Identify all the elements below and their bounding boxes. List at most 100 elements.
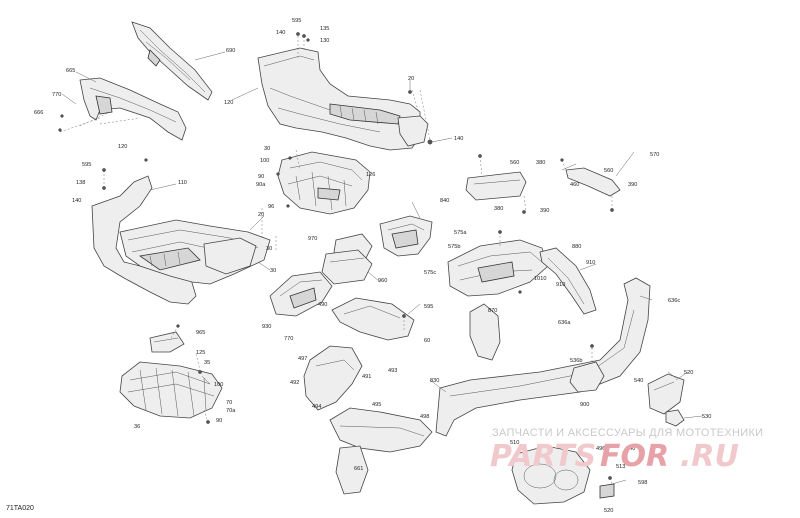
callout-90a: 90a xyxy=(256,182,266,188)
rail-880 xyxy=(539,247,597,315)
callout-575a: 575a xyxy=(454,230,467,236)
bracket-870 xyxy=(469,303,501,361)
callout-520: 520 xyxy=(684,370,693,376)
bracket-930 xyxy=(269,271,333,317)
callout-36: 36 xyxy=(134,424,140,430)
watermark-brand-ru: .RU xyxy=(680,439,739,474)
callout-900: 900 xyxy=(580,402,589,408)
leader-lines xyxy=(61,51,703,485)
callout-540-b: 540 xyxy=(626,446,635,452)
callout-513: 513 xyxy=(616,464,625,470)
callout-930: 930 xyxy=(262,324,271,330)
watermark-brand-parts: PARTS xyxy=(490,439,596,474)
floor-110 xyxy=(91,175,271,305)
callout-490: 490 xyxy=(318,302,327,308)
callout-496: 496 xyxy=(596,446,605,452)
callout-390-a: 390 xyxy=(628,182,637,188)
callout-460: 460 xyxy=(570,182,579,188)
panel-970 xyxy=(321,233,373,285)
callout-575b: 575b xyxy=(448,244,460,250)
bar-570 xyxy=(565,167,621,197)
callout-498: 498 xyxy=(420,414,429,420)
callout-595-b: 595 xyxy=(82,162,91,168)
callout-96: 96 xyxy=(268,204,274,210)
callout-880: 880 xyxy=(572,244,581,250)
panel-60 xyxy=(331,297,415,341)
callout-380-b: 380 xyxy=(494,206,503,212)
diagram-code: 71TA020 xyxy=(6,505,34,512)
callout-1010: 1010 xyxy=(534,276,546,282)
callout-595-c: 595 xyxy=(424,304,433,310)
callout-510: 510 xyxy=(510,440,519,446)
callout-830: 830 xyxy=(430,378,439,384)
callout-666: 666 xyxy=(34,110,43,116)
bumper-830 xyxy=(435,277,651,437)
callout-497: 497 xyxy=(298,356,307,362)
callout-120-b: 120 xyxy=(118,144,127,150)
seat-base xyxy=(277,151,371,215)
floor-tray xyxy=(119,331,223,419)
bar-560 xyxy=(465,171,527,201)
callout-636c: 636c xyxy=(668,298,680,304)
callout-530: 530 xyxy=(702,414,711,420)
callout-100-a: 100 xyxy=(260,158,269,164)
callout-493: 493 xyxy=(388,368,397,374)
console-upper xyxy=(257,47,429,151)
callout-491: 491 xyxy=(362,374,371,380)
watermark-brand-for: FOR xyxy=(600,439,669,474)
callout-30-b: 30 xyxy=(266,246,272,252)
callout-661: 661 xyxy=(354,466,363,472)
callout-575c: 575c xyxy=(424,270,436,276)
callout-965: 965 xyxy=(196,330,205,336)
callout-380: 380 xyxy=(536,160,545,166)
callout-20-b: 20 xyxy=(258,212,264,218)
callout-520-b: 520 xyxy=(604,508,613,514)
callout-60: 60 xyxy=(424,338,430,344)
callout-665: 665 xyxy=(66,68,75,74)
callout-20-a: 20 xyxy=(408,76,414,82)
callout-30-c: 30 xyxy=(270,268,276,274)
callout-960: 960 xyxy=(378,278,387,284)
callout-100-b: 100 xyxy=(214,382,223,388)
bracket-840 xyxy=(379,215,433,257)
rear-support-575 xyxy=(447,239,549,297)
callout-90-a: 90 xyxy=(258,174,264,180)
fasteners xyxy=(58,32,614,480)
callout-770-a: 770 xyxy=(52,92,61,98)
callout-140-c: 140 xyxy=(72,198,81,204)
callout-540: 540 xyxy=(634,378,643,384)
callout-35: 35 xyxy=(204,360,210,366)
callout-140-b: 140 xyxy=(454,136,463,142)
callout-90-b: 90 xyxy=(216,418,222,424)
callout-135: 135 xyxy=(320,26,329,32)
callout-130: 130 xyxy=(320,38,329,44)
callout-30-a: 30 xyxy=(264,146,270,152)
callout-970: 970 xyxy=(308,236,317,242)
callout-495: 495 xyxy=(372,402,381,408)
callout-536b: 536b xyxy=(570,358,582,364)
side-panel-665 xyxy=(79,77,187,141)
headlight-510 xyxy=(511,445,615,505)
callout-560-a: 560 xyxy=(510,160,519,166)
callout-570: 570 xyxy=(650,152,659,158)
callout-126: 126 xyxy=(366,172,375,178)
callout-560-b: 560 xyxy=(604,168,613,174)
callout-70a: 70a xyxy=(226,408,236,414)
callout-494: 494 xyxy=(312,404,321,410)
callout-70: 70 xyxy=(226,400,232,406)
watermark-tagline: ЗАПЧАСТИ И АКСЕССУАРЫ ДЛЯ МОТОТЕХНИКИ xyxy=(492,427,763,439)
callout-910-b: 910 xyxy=(556,282,565,288)
callout-labels: 690 595 135 140 130 665 770 666 120 20 1… xyxy=(34,18,711,514)
callout-595-a: 595 xyxy=(292,18,301,24)
callout-770-b: 770 xyxy=(284,336,293,342)
callout-125: 125 xyxy=(196,350,205,356)
fender-assembly xyxy=(303,345,433,495)
callout-910: 910 xyxy=(586,260,595,266)
bracket-540 xyxy=(647,373,685,427)
callout-598: 598 xyxy=(638,480,647,486)
callout-636a: 636a xyxy=(558,320,571,326)
callout-690: 690 xyxy=(226,48,235,54)
callout-840: 840 xyxy=(440,198,449,204)
panel-690 xyxy=(131,21,213,101)
